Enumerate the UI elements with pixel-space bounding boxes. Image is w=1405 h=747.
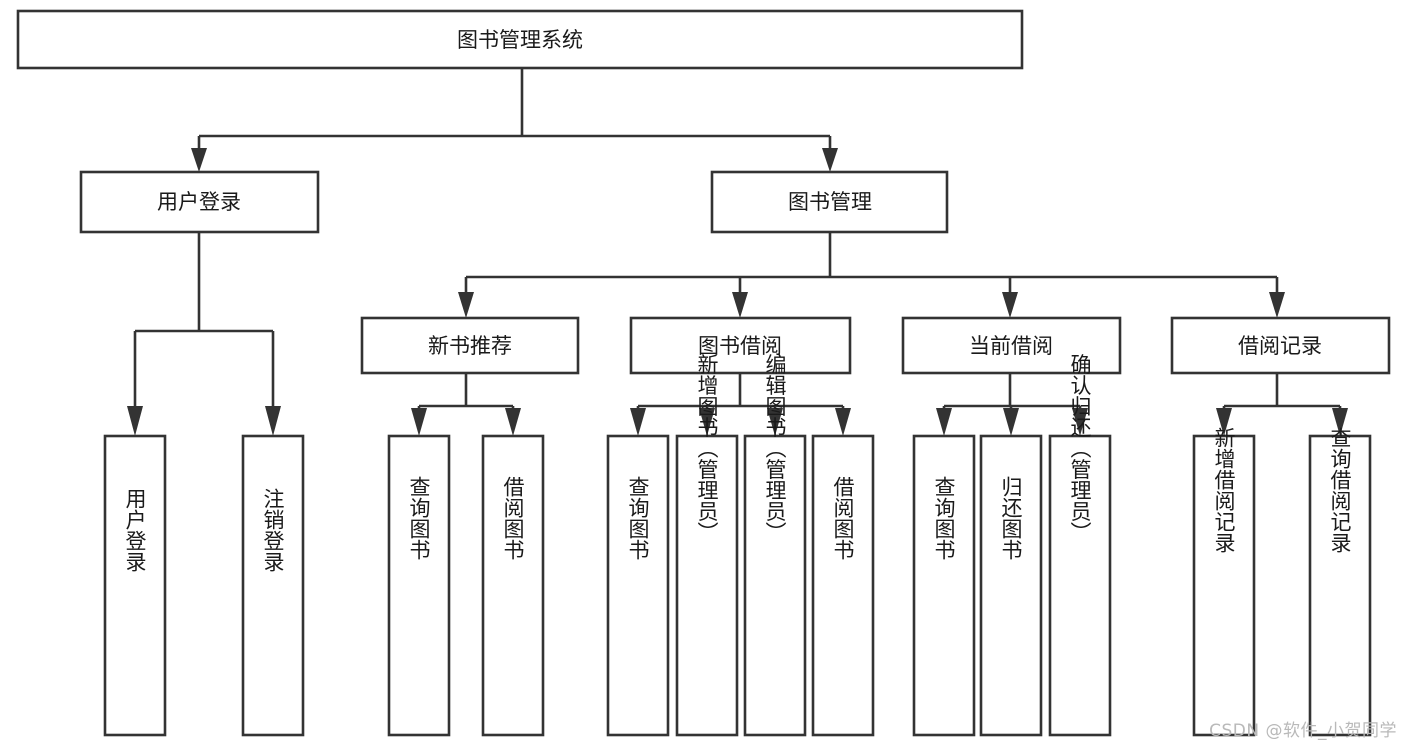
node-new-book-recommend-box[interactable] — [360, 316, 580, 375]
node-root[interactable]: 图书管理系统 — [16, 9, 1024, 70]
arrow-book-mgmt-to-borrow — [732, 292, 748, 318]
leaf-borrow-records-2-label: 查询借阅记录 — [1328, 427, 1352, 553]
leaf-new-book-1-box[interactable] — [387, 434, 451, 737]
leaf-book-borrow-2-box[interactable] — [675, 434, 739, 737]
arrow-new-book-leaf-1 — [411, 408, 427, 436]
leaf-book-borrow-1-label: 查询图书 — [626, 476, 650, 560]
leaf-borrow-records-1-box[interactable] — [1192, 434, 1256, 737]
leaf-borrow-records-1-label: 新增借阅记录 — [1212, 427, 1236, 553]
leaf-book-borrow-3-box[interactable] — [743, 434, 807, 737]
node-root-label: 图书管理系统 — [457, 28, 583, 52]
leaf-current-borrow-3-label: 确认归还（管理员） — [1068, 354, 1092, 543]
leaf-new-book-1-label: 查询图书 — [407, 476, 431, 560]
leaf-book-borrow-2-label: 新增图书（管理员） — [695, 354, 719, 543]
arrow-borrow-leaf-4 — [835, 408, 851, 436]
connector-group-new-book — [411, 373, 521, 436]
node-root-box[interactable] — [16, 9, 1024, 70]
connector-group-user-login — [127, 232, 281, 436]
leaf-user-login-1-label: 用户登录 — [123, 488, 147, 572]
node-user-login-label: 用户登录 — [157, 190, 241, 214]
connector-group-current-borrow — [936, 373, 1088, 436]
leaf-current-borrow-2-box[interactable] — [979, 434, 1043, 737]
leaf-current-borrow-2-label: 归还图书 — [999, 476, 1023, 560]
connector-group-root — [191, 68, 838, 172]
leaf-user-login-2[interactable]: 注销登录 — [241, 434, 305, 737]
node-book-management-label: 图书管理 — [788, 190, 872, 214]
node-new-book-recommend-label: 新书推荐 — [428, 334, 512, 358]
leaf-book-borrow-1-box[interactable] — [606, 434, 670, 737]
arrow-records-leaf-2 — [1332, 408, 1348, 436]
leaf-book-borrow-4-box[interactable] — [811, 434, 875, 737]
leaf-new-book-2-label: 借阅图书 — [501, 476, 525, 560]
arrow-root-to-book-mgmt — [822, 148, 838, 172]
leaf-new-book-1[interactable]: 查询图书 — [387, 434, 451, 737]
arrow-records-leaf-1 — [1216, 408, 1232, 436]
node-book-borrow-label: 图书借阅 — [698, 334, 782, 358]
arrow-book-mgmt-to-new-book — [458, 292, 474, 318]
arrow-borrow-leaf-3 — [767, 408, 783, 436]
leaf-book-borrow-4[interactable]: 借阅图书 — [811, 434, 875, 737]
leaf-current-borrow-1[interactable]: 查询图书 — [912, 434, 976, 737]
arrow-borrow-leaf-1 — [630, 408, 646, 436]
node-book-management[interactable]: 图书管理 — [710, 170, 949, 234]
connector-group-book-mgmt — [458, 232, 1285, 318]
arrow-user-login-leaf-2 — [265, 406, 281, 436]
connector-group-records — [1216, 373, 1348, 436]
node-user-login[interactable]: 用户登录 — [79, 170, 320, 234]
node-borrow-records-box[interactable] — [1170, 316, 1391, 375]
node-book-borrow[interactable]: 图书借阅 — [629, 316, 852, 375]
leaf-book-borrow-3-label: 编辑图书（管理员） — [763, 354, 787, 543]
leaf-borrow-records-2-box[interactable] — [1308, 434, 1372, 737]
node-book-management-box[interactable] — [710, 170, 949, 234]
leaf-current-borrow-2[interactable]: 归还图书 — [979, 434, 1043, 737]
leaf-user-login-2-box[interactable] — [241, 434, 305, 737]
leaf-new-book-2-box[interactable] — [481, 434, 545, 737]
leaf-current-borrow-3-box[interactable] — [1048, 434, 1112, 737]
leaf-user-login-2-label: 注销登录 — [261, 488, 285, 572]
leaf-new-book-2[interactable]: 借阅图书 — [481, 434, 545, 737]
arrow-root-to-user-login — [191, 148, 207, 172]
arrow-borrow-leaf-2 — [699, 408, 715, 436]
leaf-book-borrow-1[interactable]: 查询图书 — [606, 434, 670, 737]
leaf-borrow-records-2[interactable]: 查询借阅记录 — [1308, 427, 1372, 737]
leaf-book-borrow-3[interactable]: 编辑图书（管理员） — [743, 354, 807, 737]
leaf-borrow-records-1[interactable]: 新增借阅记录 — [1192, 427, 1256, 737]
leaf-user-login-1-box[interactable] — [103, 434, 167, 737]
arrow-new-book-leaf-2 — [505, 408, 521, 436]
node-current-borrow-box[interactable] — [901, 316, 1122, 375]
arrow-current-leaf-2 — [1003, 408, 1019, 436]
node-user-login-box[interactable] — [79, 170, 320, 234]
arrow-user-login-leaf-1 — [127, 406, 143, 436]
leaf-current-borrow-3[interactable]: 确认归还（管理员） — [1048, 354, 1112, 737]
csdn-watermark: CSDN @软件_小贺同学 — [1209, 721, 1397, 741]
arrow-book-mgmt-to-records — [1269, 292, 1285, 318]
leaf-book-borrow-4-label: 借阅图书 — [831, 476, 855, 560]
node-book-borrow-box[interactable] — [629, 316, 852, 375]
node-new-book-recommend[interactable]: 新书推荐 — [360, 316, 580, 375]
leaf-book-borrow-2[interactable]: 新增图书（管理员） — [675, 354, 739, 737]
node-current-borrow[interactable]: 当前借阅 — [901, 316, 1122, 375]
node-current-borrow-label: 当前借阅 — [969, 334, 1053, 358]
leaf-current-borrow-1-box[interactable] — [912, 434, 976, 737]
arrow-book-mgmt-to-current — [1002, 292, 1018, 318]
arrow-current-leaf-3 — [1072, 408, 1088, 436]
connector-group-borrow — [630, 373, 851, 436]
leaf-user-login-1[interactable]: 用户登录 — [103, 434, 167, 737]
leaf-current-borrow-1-label: 查询图书 — [932, 476, 956, 560]
node-borrow-records-label: 借阅记录 — [1238, 334, 1322, 358]
arrow-current-leaf-1 — [936, 408, 952, 436]
node-borrow-records[interactable]: 借阅记录 — [1170, 316, 1391, 375]
